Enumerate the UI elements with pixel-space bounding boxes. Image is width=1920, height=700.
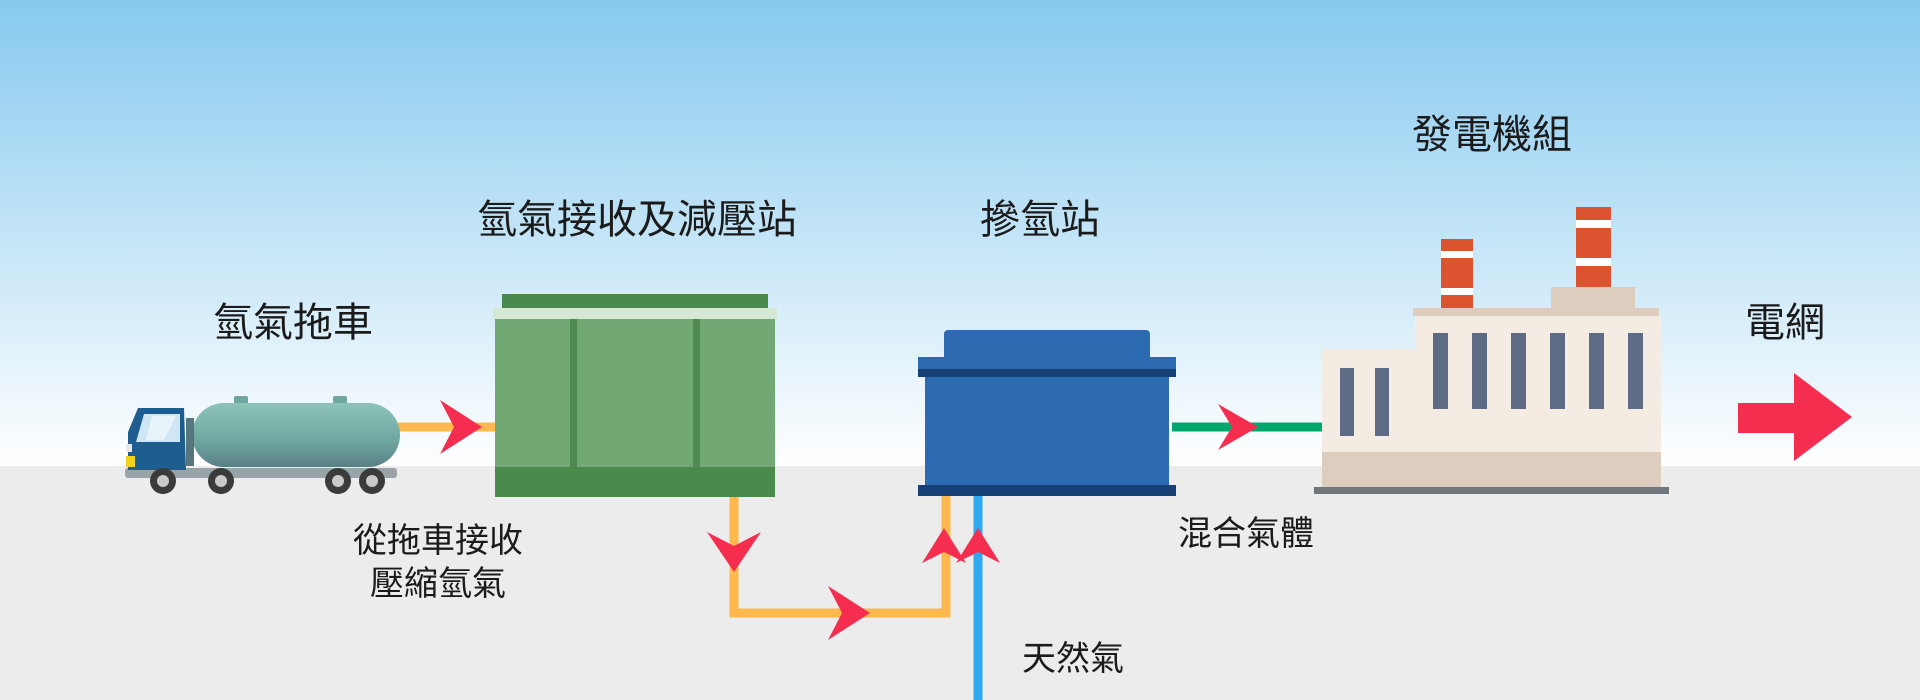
natural-gas-label: 天然氣 xyxy=(1022,639,1124,679)
power-plant-icon xyxy=(1314,207,1669,494)
receive-caption-line2: 壓縮氫氣 xyxy=(370,563,506,604)
station-label: 氫氣接收及減壓站 xyxy=(477,197,797,243)
blending-station-icon xyxy=(918,330,1176,496)
grid-label: 電網 xyxy=(1745,300,1825,346)
flow-arrow-right-2 xyxy=(828,586,870,640)
truck-label: 氫氣拖車 xyxy=(213,300,373,346)
flow-arrow-down xyxy=(707,532,761,572)
receive-caption: 從拖車接收 壓縮氫氣 xyxy=(340,520,536,605)
mixed-gas-label: 混合氣體 xyxy=(1178,514,1314,554)
receiving-station-icon xyxy=(493,294,777,497)
tanker-truck-icon xyxy=(125,396,400,494)
grid-arrow-icon xyxy=(1738,373,1852,461)
blending-label: 摻氫站 xyxy=(980,197,1100,243)
ground xyxy=(0,466,1920,700)
flow-arrow-up-natural-gas xyxy=(956,528,1000,563)
flow-arrow-up-hydrogen xyxy=(922,528,966,563)
flow-arrow-right-3 xyxy=(1218,404,1258,450)
flow-arrow-right-1 xyxy=(440,400,482,454)
generator-label: 發電機組 xyxy=(1412,112,1572,158)
receive-caption-line1: 從拖車接收 xyxy=(353,521,523,561)
